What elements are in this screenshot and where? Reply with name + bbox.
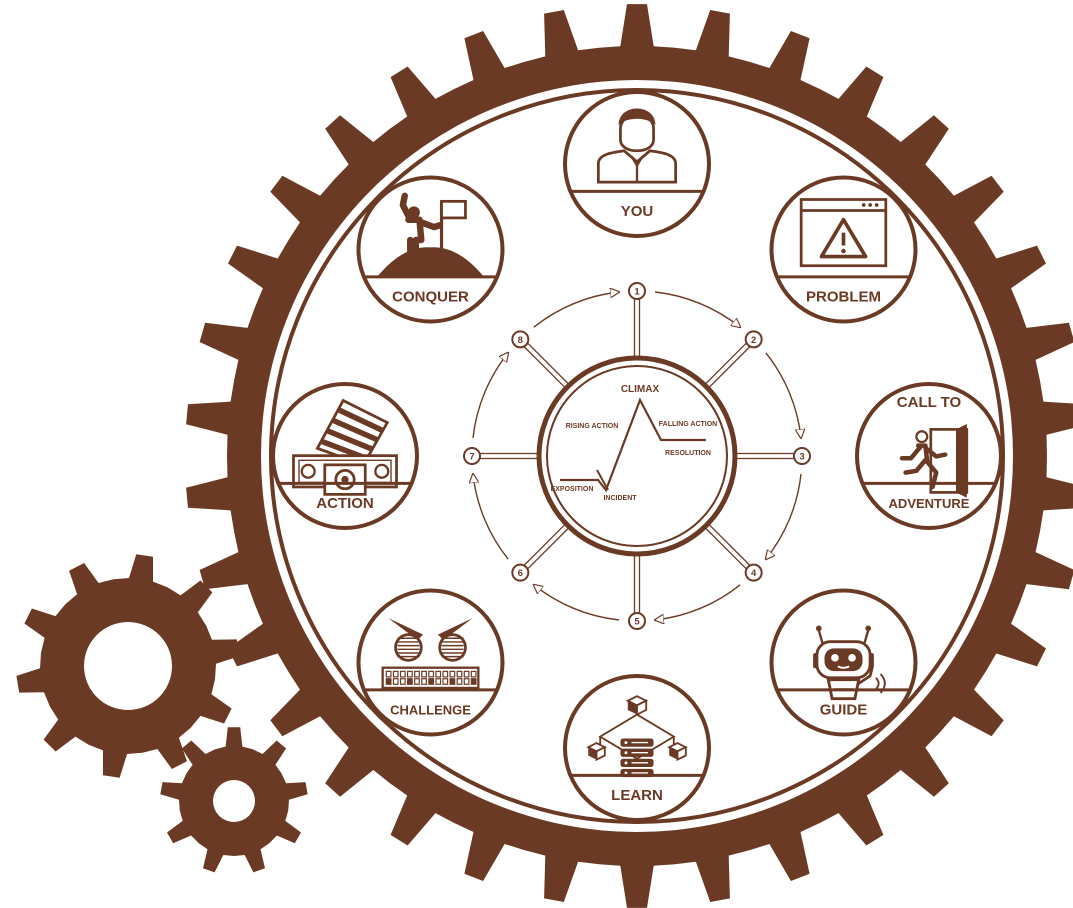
stage-label: YOU [621, 203, 654, 220]
cycle-arrow [472, 353, 508, 438]
cycle-arrow [655, 291, 740, 327]
small-gear-upper [16, 554, 240, 778]
clapperboard-icon [292, 398, 398, 496]
angry-eyes-icon [381, 618, 480, 690]
cycle-number: 2 [751, 335, 756, 346]
cycle-spoke [705, 342, 747, 384]
stage-conquer: CONQUER [356, 175, 505, 324]
stage-ring: YOU PROBLEM ADVENTURE CALL TO GUIDE LEARN CHAL… [271, 90, 1003, 822]
cycle-arrows [473, 292, 801, 620]
plot-climax-label: CLIMAX [621, 384, 660, 395]
plot-incident-label: INCIDENT [603, 495, 637, 502]
cycle-node [511, 563, 530, 582]
small-gear-lower [160, 727, 308, 873]
cycle-arrow [534, 585, 619, 621]
stage-label: CONQUER [392, 288, 469, 305]
stage-label: ACTION [316, 495, 374, 512]
cycle-node [628, 282, 646, 300]
plot-rising-action-label: RISING ACTION [566, 423, 619, 430]
cycle-arrow [765, 352, 801, 438]
plot-exposition-label: EXPOSITION [551, 486, 594, 493]
plot-falling-action-label: FALLING ACTION [659, 421, 717, 428]
plot-resolution-label: RESOLUTION [665, 450, 711, 457]
cycle-number: 8 [518, 335, 523, 346]
stage-label: LEARN [611, 787, 663, 804]
flag-summit-icon [377, 192, 484, 277]
cycle-number: 7 [469, 452, 474, 463]
stage-label: CHALLENGE [390, 702, 471, 717]
database-icon [586, 695, 688, 778]
cycle-number: 5 [634, 617, 640, 628]
stage-you: YOU [563, 90, 711, 238]
cycle-node [463, 447, 481, 465]
cycle-spoke [527, 528, 569, 570]
stage-circle [563, 674, 711, 822]
person-icon [596, 108, 678, 184]
cycle-number: 6 [518, 568, 523, 579]
stage-label: ADVENTURE [889, 496, 970, 511]
cycle-node [793, 447, 811, 465]
stage-guide: GUIDE [769, 588, 918, 737]
stage-circle [356, 588, 505, 737]
cycle-spoke [527, 342, 569, 384]
stage-action: ACTION [271, 382, 419, 530]
cycle-node [744, 563, 763, 582]
warning-window-icon [799, 198, 888, 268]
cycle-spoke [709, 346, 751, 388]
cycle-spoke [705, 528, 747, 570]
cycle-arrow [473, 474, 509, 560]
cycle-spokes [480, 299, 794, 613]
cycle-number: 4 [751, 568, 757, 579]
cycle-spoke [523, 346, 565, 388]
stage-label-top: CALL TO [897, 394, 962, 411]
cycle-arrow [766, 474, 802, 559]
stage-learn: LEARN [563, 674, 711, 822]
cycle-arrow [533, 292, 619, 328]
stage-challenge: CHALLENGE [356, 588, 505, 737]
stage-call-to-adventure: ADVENTURE CALL TO [855, 382, 1003, 530]
plot-circle-inner [546, 365, 728, 547]
cycle-spoke [523, 524, 565, 566]
cycle-node [744, 330, 763, 349]
story-cycle: 1 2 3 4 5 6 7 8 CLIMAX RISING ACTION FALLING AC… [463, 282, 811, 630]
plot-circle-outer [536, 355, 738, 557]
cycle-arrow [655, 584, 741, 620]
cycle-nodes: 1 2 3 4 5 6 7 8 [463, 282, 811, 630]
stage-label: PROBLEM [806, 288, 881, 305]
plot-arc-line [560, 397, 706, 493]
stage-problem: PROBLEM [769, 175, 918, 324]
cycle-spoke [709, 524, 751, 566]
cycle-node [628, 612, 646, 630]
incident-tick [596, 469, 609, 491]
cycle-number: 1 [634, 287, 640, 298]
cycle-number: 3 [799, 452, 804, 463]
cycle-node [511, 330, 530, 349]
stage-label: GUIDE [820, 701, 868, 718]
